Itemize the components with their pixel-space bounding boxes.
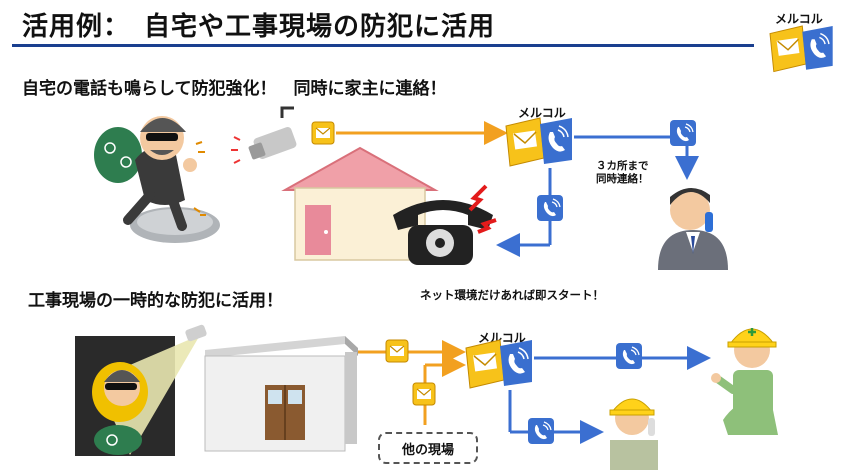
simultaneous-note: ３カ所まで 同時連絡！ <box>596 160 649 186</box>
homeowner-on-phone-icon <box>658 187 728 270</box>
service-label-1: メルコル <box>518 106 566 120</box>
title-divider <box>12 44 754 47</box>
logo-label: メルコル <box>775 12 823 26</box>
phone-icon-owner-route <box>669 119 697 147</box>
worker-on-phone-icon <box>609 398 658 470</box>
mail-icon-site <box>385 339 409 363</box>
other-site-label: 他の現場 <box>401 442 454 458</box>
site-supervisor-icon <box>711 328 778 435</box>
melcol-service-icon-2 <box>465 339 533 389</box>
other-site-box: 他の現場 <box>378 432 478 464</box>
house-icon <box>281 146 439 261</box>
section1-heading: 自宅の電話も鳴らして防犯強化！ 同時に家主に連絡！ <box>22 79 447 99</box>
section2-subnote: ネット環境だけあれば即スタート！ <box>420 288 604 302</box>
service-label-2: メルコル <box>478 331 526 345</box>
mail-icon-other-site <box>412 382 436 406</box>
simultaneous-note-line2: 同時連絡！ <box>596 173 649 185</box>
telephone-icon <box>393 184 497 265</box>
security-camera-icon <box>231 106 297 164</box>
melcol-logo-icon <box>769 25 834 73</box>
intruder-icon <box>75 324 207 456</box>
melcol-service-icon-1 <box>505 117 573 167</box>
site-office-icon <box>204 336 358 452</box>
mail-icon-camera <box>311 121 335 145</box>
phone-icon-home-route <box>536 194 564 222</box>
page-title: 活用例： 自宅や工事現場の防犯に活用 <box>22 12 496 42</box>
simultaneous-note-line1: ３カ所まで <box>596 160 649 172</box>
section2-heading: 工事現場の一時的な防犯に活用！ <box>28 291 283 311</box>
phone-icon-supervisor-route <box>615 342 643 370</box>
burglar-icon <box>94 116 220 243</box>
phone-icon-worker-route <box>527 417 555 445</box>
